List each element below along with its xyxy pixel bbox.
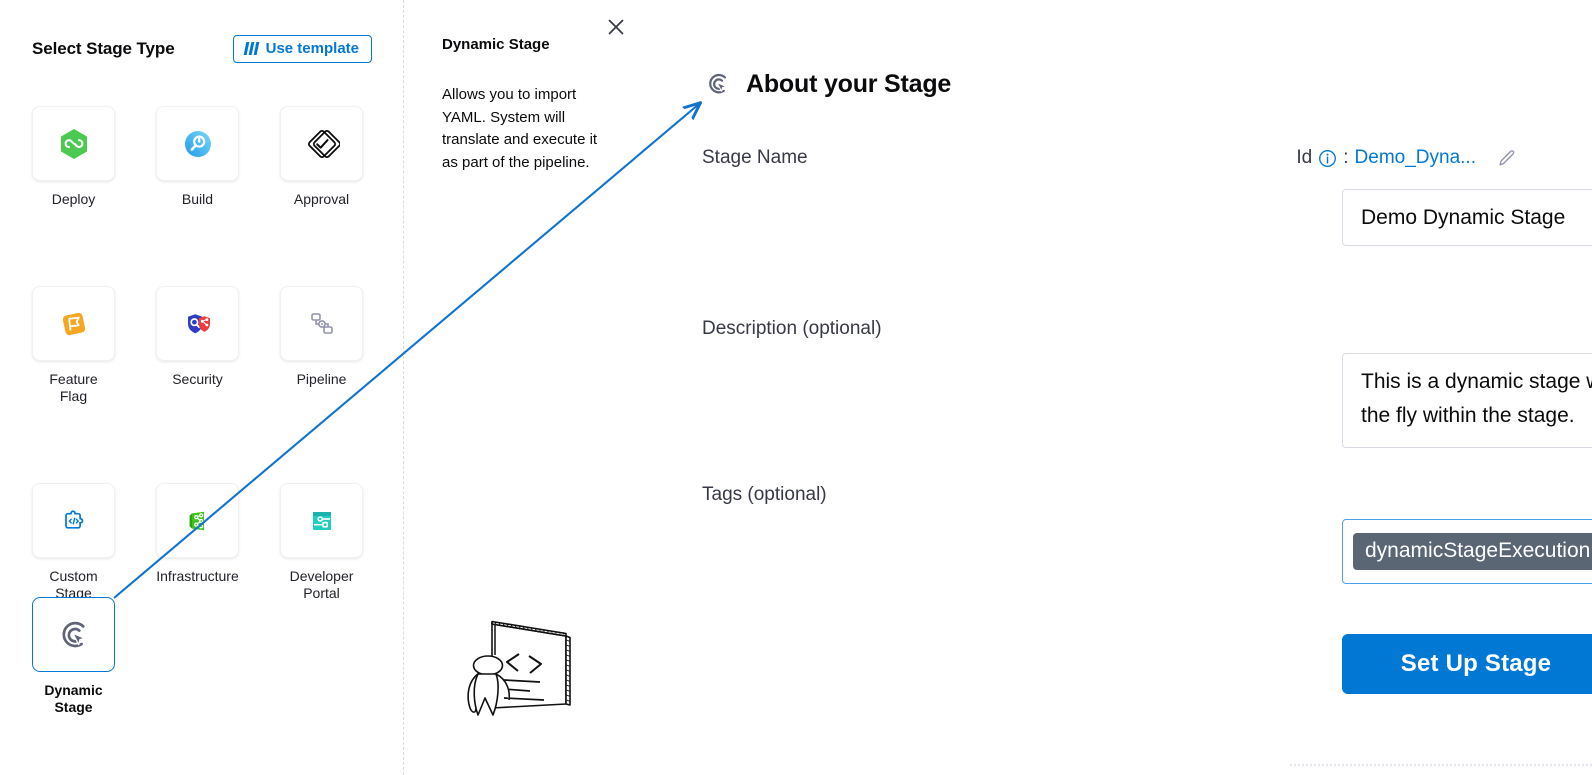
stage-card-custom-stage[interactable] <box>32 483 115 558</box>
about-your-stage-title: About your Stage <box>746 69 952 98</box>
stage-card-deploy[interactable] <box>32 106 115 181</box>
dynamic-stage-cursor-icon <box>709 73 727 94</box>
page-title: Select Stage Type <box>32 39 175 58</box>
stage-cell-security: Security <box>156 286 280 405</box>
stage-type-grid: Deploy Build <box>32 106 378 602</box>
description-textarea[interactable] <box>1342 353 1592 448</box>
stage-label-deploy: Deploy <box>51 191 96 207</box>
stage-card-infrastructure[interactable] <box>156 483 239 558</box>
stage-id-group: Id : Demo_Dyna... <box>1296 147 1518 169</box>
person-presenting-code-board-illustration <box>448 612 583 717</box>
tags-label: Tags (optional) <box>702 484 827 505</box>
pencil-icon[interactable] <box>1496 147 1518 169</box>
description-label: Description (optional) <box>702 318 882 339</box>
dynamic-stage-cursor-icon <box>61 621 86 647</box>
stage-cell-dynamic-stage: Dynamic Stage <box>32 597 156 716</box>
approval-check-diamond-icon <box>307 129 340 158</box>
stage-cell-infrastructure: Infrastructure <box>156 483 280 602</box>
deploy-hexagon-icon <box>60 128 87 159</box>
stage-id-label: Id <box>1296 147 1313 168</box>
infrastructure-icon <box>189 511 204 530</box>
stage-info-description: Allows you to import YAML. System will t… <box>442 86 598 171</box>
stage-label-dynamic-stage: Dynamic Stage <box>44 682 103 715</box>
left-panel-header: Select Stage Type Use template <box>32 33 372 65</box>
stage-cell-approval: Approval <box>280 106 404 208</box>
stage-cell-custom-stage: Custom Stage <box>32 483 156 602</box>
stage-name-label-row: Stage Name Id : Demo_Dyna... <box>702 147 1518 169</box>
stage-label-approval: Approval <box>293 191 350 207</box>
stage-cell-build: Build <box>156 106 280 208</box>
stage-cell-developer-portal: Developer Portal <box>280 483 404 602</box>
pipeline-nodes-icon <box>310 312 333 334</box>
custom-stage-code-icon <box>64 509 83 529</box>
stage-cell-deploy: Deploy <box>32 106 156 208</box>
stage-card-dynamic-stage[interactable] <box>32 597 115 672</box>
stage-card-build[interactable] <box>156 106 239 181</box>
tags-input[interactable]: dynamicStageExecution ✕ <box>1342 519 1592 584</box>
set-up-stage-button[interactable]: Set Up Stage <box>1342 634 1592 694</box>
tag-chip[interactable]: dynamicStageExecution ✕ <box>1353 532 1592 571</box>
stage-info-title: Dynamic Stage <box>442 36 550 53</box>
stage-card-pipeline[interactable] <box>280 286 363 361</box>
use-template-button[interactable]: Use template <box>232 35 372 63</box>
stage-card-approval[interactable] <box>280 106 363 181</box>
description-field-wrapper <box>1342 353 1592 448</box>
stage-cell-pipeline: Pipeline <box>280 286 404 405</box>
about-your-stage-header: About your Stage <box>702 68 951 100</box>
stage-label-build: Build <box>181 191 214 207</box>
info-circle-icon[interactable] <box>1318 149 1337 168</box>
select-stage-type-panel: Select Stage Type Use template Deploy <box>0 0 403 775</box>
about-your-stage-panel: About your Stage Stage Name Id : Demo_Dy… <box>640 0 1592 775</box>
tag-chip-label: dynamicStageExecution <box>1365 538 1591 562</box>
stage-name-input[interactable] <box>1342 189 1592 246</box>
stage-label-security: Security <box>172 371 223 387</box>
stage-label-infrastructure: Infrastructure <box>156 568 239 584</box>
stage-card-developer-portal[interactable] <box>280 483 363 558</box>
stage-id-separator: : <box>1343 147 1349 168</box>
tags-label-row: Tags (optional) <box>702 484 1518 506</box>
stage-name-label: Stage Name <box>702 147 808 168</box>
developer-portal-icon <box>312 511 331 530</box>
description-label-row: Description (optional) <box>702 318 1518 340</box>
stage-card-security[interactable] <box>156 286 239 361</box>
stage-card-feature-flag[interactable] <box>32 286 115 361</box>
stage-label-feature-flag: Feature Flag <box>49 371 98 404</box>
stage-cell-feature-flag: Feature Flag <box>32 286 156 405</box>
build-circle-icon <box>184 130 211 157</box>
template-bars-icon <box>243 42 260 55</box>
feature-flag-icon <box>62 312 85 335</box>
use-template-label: Use template <box>265 40 359 57</box>
security-shields-icon <box>187 313 210 333</box>
bottom-divider <box>1290 764 1592 766</box>
close-icon[interactable] <box>604 15 628 39</box>
stage-label-pipeline: Pipeline <box>296 371 347 387</box>
stage-label-developer-portal: Developer Portal <box>289 568 354 601</box>
stage-id-value[interactable]: Demo_Dyna... <box>1354 147 1476 168</box>
